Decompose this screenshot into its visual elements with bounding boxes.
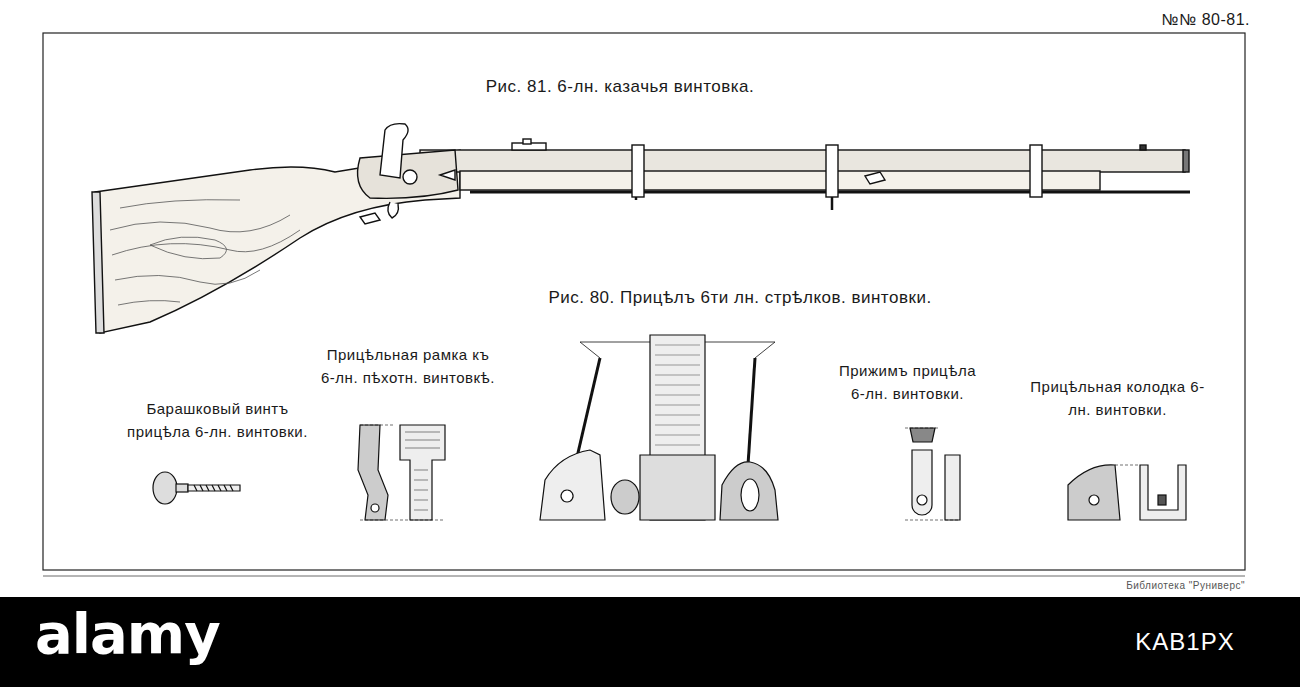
watermark: alamy — [35, 600, 235, 667]
sight-frame — [358, 425, 445, 520]
plate-frame — [43, 33, 1245, 570]
plate-number: №№ 80-81. — [1110, 8, 1250, 32]
watermark-bar — [0, 597, 1300, 687]
figure-title: Рис. 81. 6-лн. казачья винтовка. — [380, 74, 860, 100]
part-name: Барашковый винтъ прицѣла 6-лн. винтовки. — [125, 398, 310, 443]
figure-title: Рис. 80. Прицѣлъ 6ти лн. стрѣлков. винто… — [440, 285, 1040, 311]
wing-screw — [153, 472, 240, 504]
sight-base — [1068, 465, 1186, 520]
sight-assembly — [540, 335, 778, 520]
part-name: Прицѣльная рамка къ 6-лн. пѣхотн. винтов… — [318, 344, 498, 389]
library-credit: Библиотека "Руниверс" — [1085, 578, 1245, 593]
part-name: Прижимъ прицѣла 6-лн. винтовки. — [835, 360, 980, 405]
sight-clamp — [905, 428, 960, 520]
rifle-drawing — [92, 124, 1190, 333]
stock-id: KAB1PX — [1100, 628, 1270, 657]
part-name: Прицѣльная колодка 6-лн. винтовки. — [1030, 376, 1205, 421]
